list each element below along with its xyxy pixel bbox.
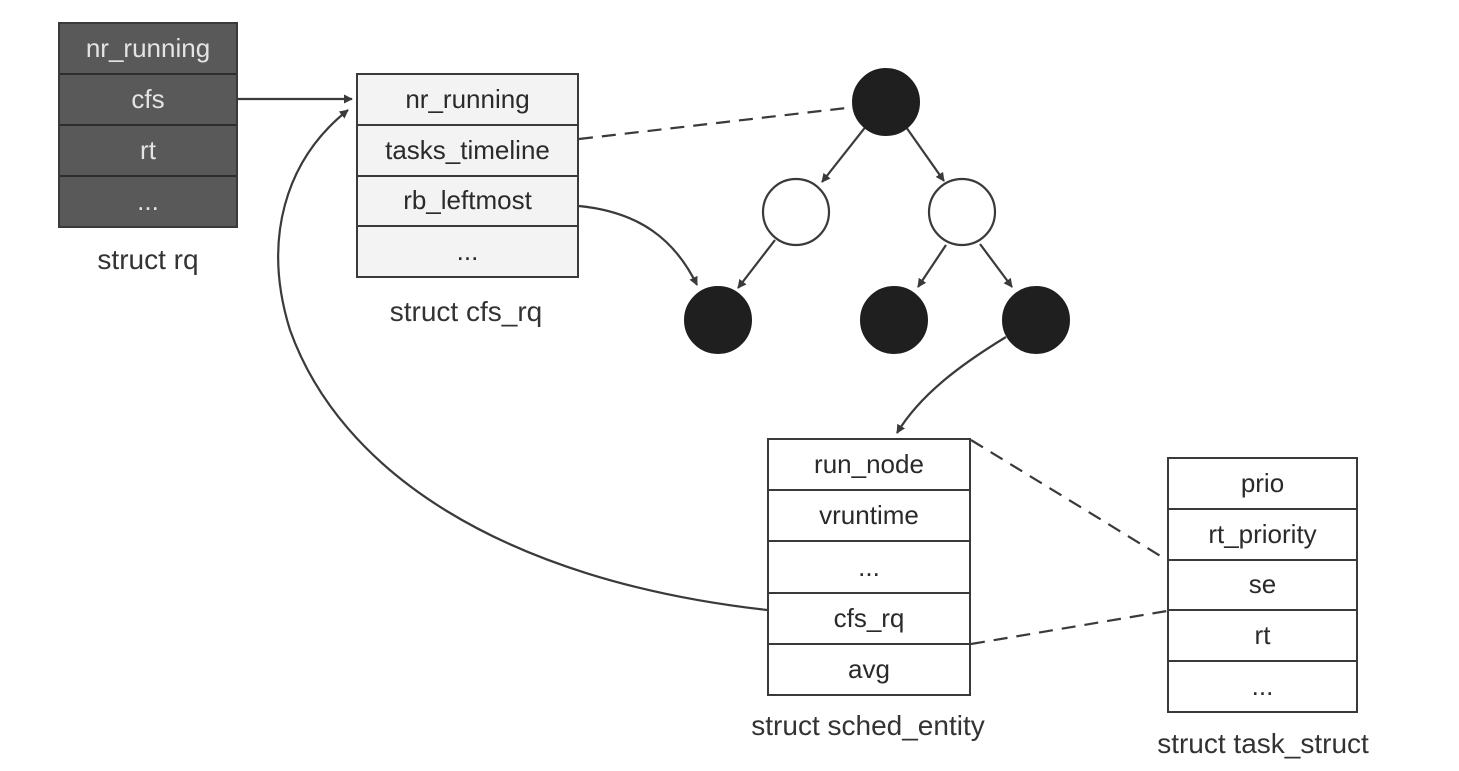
- tree-edge-root-right: [905, 126, 945, 182]
- ts-field-rt: rt: [1169, 611, 1356, 663]
- struct-rq-box: nr_running cfs rt ...: [58, 22, 238, 228]
- ts-field-ellipsis: ...: [1251, 671, 1274, 702]
- tree-edge-left-leftchild: [737, 239, 776, 289]
- cfs-rq-field-tasks-timeline: tasks_timeline: [358, 126, 577, 177]
- cfs-rq-field-rb-leftmost: rb_leftmost: [358, 177, 577, 228]
- se-field-vruntime: vruntime: [769, 491, 969, 543]
- tree-edge-right-rightchild: [979, 243, 1013, 288]
- ts-field-se: se: [1169, 561, 1356, 612]
- struct-sched-entity-box: run_node vruntime ... cfs_rq avg: [767, 438, 971, 696]
- ts-field-prio: prio: [1169, 459, 1356, 510]
- se-field-avg: avg: [848, 653, 890, 684]
- cfs-rq-field-ellipsis: ...: [456, 236, 479, 267]
- tree-node-left-red: [761, 177, 831, 247]
- rq-field-cfs: cfs: [60, 75, 236, 126]
- rq-field-rt: rt: [60, 126, 236, 177]
- tree-node-rightmost-black: [1002, 286, 1070, 354]
- arrow-sched-entity-cfs-rq-to-cfs-rq: [277, 109, 768, 612]
- cfs-rq-field-nr-running: nr_running: [358, 75, 577, 126]
- struct-task-struct-box: prio rt_priority se rt ...: [1167, 457, 1358, 713]
- tree-node-root-black: [852, 68, 920, 136]
- struct-task-struct-caption: struct task_struct: [1157, 728, 1369, 759]
- tree-edge-root-left: [821, 124, 868, 183]
- arrow-node-to-run-node: [896, 336, 1007, 434]
- struct-cfs-rq-box: nr_running tasks_timeline rb_leftmost ..…: [356, 73, 579, 278]
- se-field-run-node: run_node: [769, 440, 969, 492]
- dashed-sched-entity-top-to-se: [970, 439, 1168, 561]
- arrow-rb-leftmost-to-leftmost-node: [578, 204, 698, 286]
- dashed-sched-entity-bottom-to-se: [970, 609, 1168, 646]
- rq-field-nr-running: nr_running: [60, 24, 236, 75]
- struct-rq-caption: struct rq: [97, 244, 199, 275]
- se-field-ellipsis: ...: [769, 542, 969, 594]
- tree-node-right-red: [927, 177, 997, 247]
- se-field-cfs-rq: cfs_rq: [769, 594, 969, 645]
- struct-cfs-rq-caption: struct cfs_rq: [389, 296, 543, 327]
- tree-node-leftmost-black: [684, 286, 752, 354]
- struct-sched-entity-caption: struct sched_entity: [751, 710, 985, 741]
- tree-node-middle-black: [860, 286, 928, 354]
- ts-field-rt-priority: rt_priority: [1169, 510, 1356, 561]
- rq-field-ellipsis: ...: [137, 186, 159, 216]
- dashed-tasks-timeline-to-root: [578, 105, 856, 141]
- tree-edge-right-leftchild: [917, 244, 947, 288]
